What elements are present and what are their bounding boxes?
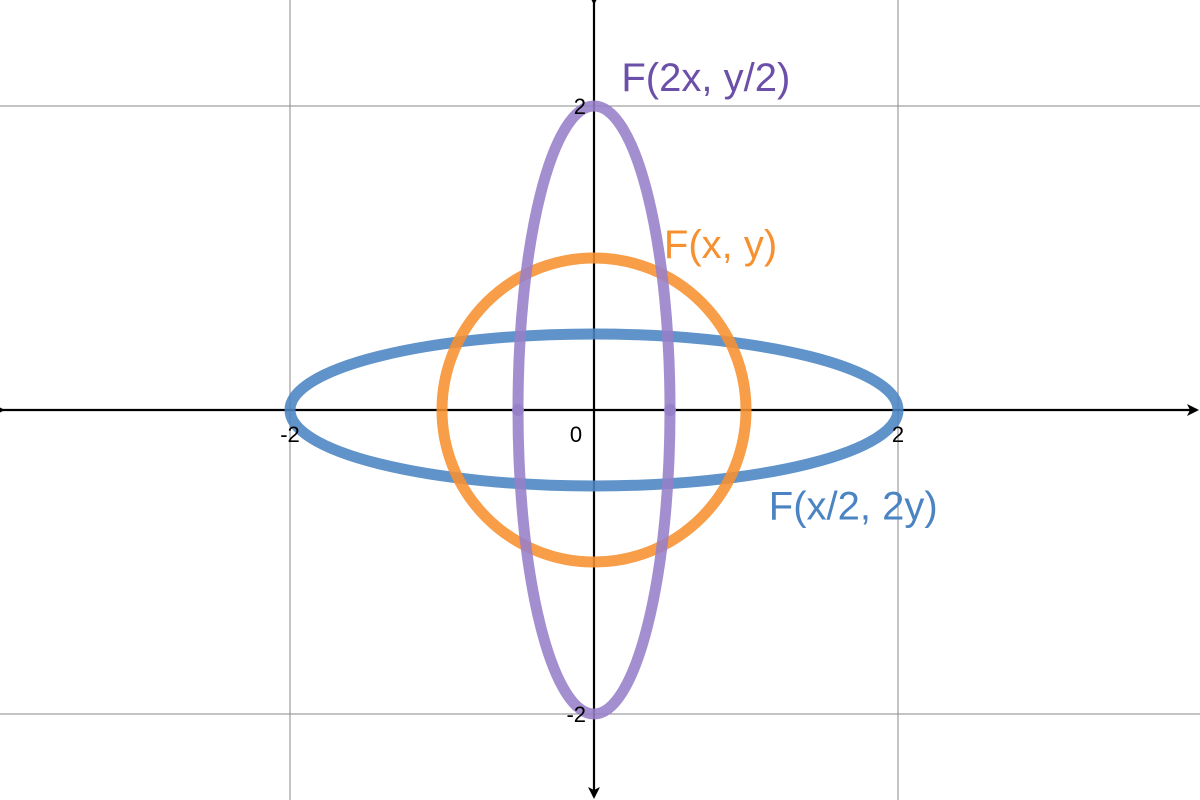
series-curve-0 (284, 328, 904, 492)
series-curve-1 (436, 252, 752, 568)
y-tick-label: 2 (574, 94, 586, 119)
x-tick-label: -2 (280, 422, 300, 447)
label-f-2x-y2: F(2x, y/2) (621, 56, 790, 100)
point-0 (512, 404, 524, 416)
y-tick-label: -2 (566, 702, 586, 727)
tick-labels: -2 0 2 2 -2 (280, 94, 904, 727)
x-tick-label: 0 (570, 422, 582, 447)
label-f-x-y: F(x, y) (664, 223, 777, 267)
points (512, 404, 676, 416)
label-f-x2-2y: F(x/2, 2y) (769, 484, 938, 528)
point-1 (664, 404, 676, 416)
x-tick-label: 2 (892, 422, 904, 447)
